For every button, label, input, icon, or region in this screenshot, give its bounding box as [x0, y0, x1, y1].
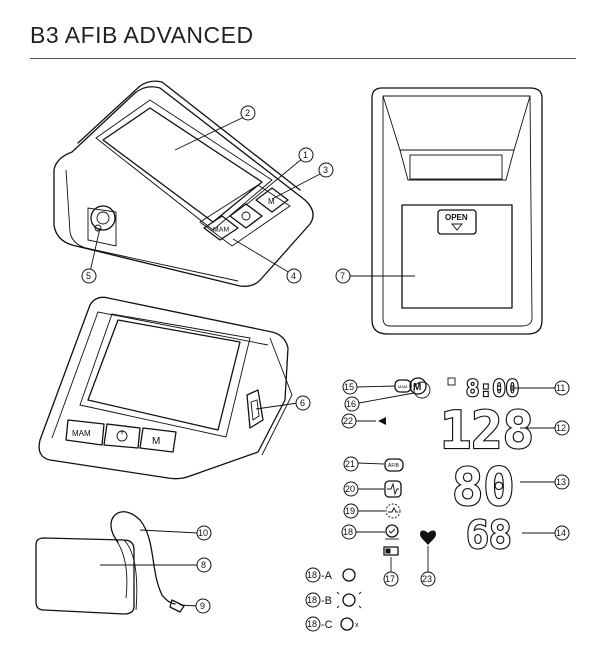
page-title: B3 AFIB ADVANCED	[30, 22, 254, 48]
callout-15: 15	[342, 379, 358, 395]
svg-text:18: 18	[307, 595, 317, 605]
svg-text:-B: -B	[321, 595, 332, 607]
svg-text:18: 18	[307, 619, 317, 629]
callout-19: 19	[343, 503, 359, 519]
title-divider	[30, 58, 576, 59]
callout-12: 12	[554, 420, 570, 436]
callout-10: 10	[196, 525, 212, 541]
mam-button-label: MAM	[213, 226, 230, 234]
callout-2: 2	[240, 105, 256, 121]
screen-outline	[87, 319, 241, 431]
battery-cover	[401, 204, 513, 309]
callout-3: 3	[318, 162, 334, 178]
afib-icon-label: AFIB	[388, 463, 400, 469]
screen-outline	[102, 107, 263, 223]
svg-text:16: 16	[346, 399, 356, 409]
callout-18-a: 18 -A	[305, 567, 333, 583]
svg-text:23: 23	[422, 574, 432, 584]
memory-display-icon-label: M	[413, 382, 421, 393]
lcd-display: MAM M 8:00 128 80 68 AFIB	[378, 376, 535, 558]
memory-button-label: M	[152, 436, 160, 447]
pulse-readout: 68	[466, 513, 512, 557]
mam-button	[203, 215, 239, 241]
svg-text:19: 19	[345, 506, 355, 516]
callout-21: 21	[343, 456, 359, 472]
callout-5: 5	[81, 268, 97, 284]
cuff	[35, 511, 185, 615]
mam-display-icon-label: MAM	[398, 384, 407, 389]
svg-text:3: 3	[323, 165, 328, 175]
svg-text:-A: -A	[321, 570, 333, 582]
svg-text:-C: -C	[321, 619, 333, 631]
callout-13: 13	[554, 474, 570, 490]
svg-text:x: x	[355, 622, 359, 629]
power-button	[103, 423, 141, 449]
svg-text:15: 15	[344, 382, 354, 392]
callout-4: 4	[286, 268, 302, 284]
svg-text:20: 20	[345, 484, 355, 494]
svg-text:1: 1	[303, 150, 308, 160]
memory-button-label: M	[268, 197, 275, 206]
callouts: 1 2 3 4 5 6 7 8 9 10 11 12 13 14 15 16 2…	[81, 105, 570, 632]
heart-icon	[420, 530, 436, 545]
mam-button	[65, 419, 105, 446]
svg-text:21: 21	[345, 459, 355, 469]
callout-14: 14	[554, 525, 570, 541]
cuff-fit-icon	[385, 524, 399, 538]
svg-text:5: 5	[86, 271, 91, 281]
svg-text:12: 12	[556, 423, 566, 433]
svg-text:8: 8	[201, 560, 206, 570]
callout-18-c: 18 -C	[305, 616, 333, 632]
movement-icon	[385, 503, 401, 519]
svg-text:2: 2	[245, 108, 250, 118]
svg-text:17: 17	[385, 574, 395, 584]
callout-16: 16	[344, 396, 360, 412]
device-back-view: OPEN	[371, 87, 543, 335]
cuff-fit-variants: x	[336, 568, 362, 631]
svg-text:14: 14	[556, 528, 566, 538]
device-front-view: MAM M	[38, 296, 293, 480]
callout-6: 6	[295, 395, 311, 411]
cuff-indicator-arrow	[378, 417, 386, 425]
power-port	[90, 205, 116, 232]
svg-text:6: 6	[300, 398, 305, 408]
power-button	[229, 203, 263, 229]
callout-7: 7	[335, 268, 351, 284]
open-label: OPEN	[445, 213, 468, 222]
callout-20: 20	[343, 481, 359, 497]
callout-22: 22	[341, 413, 357, 429]
cuff-tube	[110, 511, 176, 605]
callout-9: 9	[195, 598, 211, 614]
svg-text:18: 18	[307, 570, 317, 580]
callout-11: 11	[554, 380, 570, 396]
svg-text:9: 9	[200, 601, 205, 611]
systolic-readout: 128	[440, 401, 534, 461]
callout-18-b: 18 -B	[305, 592, 332, 608]
arrhythmia-icon	[384, 480, 402, 498]
time-readout: 8:00	[466, 377, 519, 402]
callout-23: 23	[420, 571, 436, 587]
svg-text:18: 18	[343, 527, 353, 537]
svg-text:22: 22	[343, 416, 353, 426]
memory-button	[139, 427, 177, 453]
side-port	[246, 389, 264, 429]
svg-text:4: 4	[291, 271, 296, 281]
svg-text:13: 13	[556, 477, 566, 487]
callout-8: 8	[196, 557, 212, 573]
callout-1: 1	[298, 147, 314, 163]
leader-lines	[89, 116, 556, 607]
callout-18: 18	[341, 524, 357, 540]
battery-icon	[383, 546, 399, 556]
diastolic-readout: 80	[452, 458, 515, 518]
callout-17: 17	[383, 571, 399, 587]
svg-text:11: 11	[556, 383, 565, 393]
device-angled-view: MAM M	[53, 80, 314, 287]
svg-text:7: 7	[340, 271, 345, 281]
svg-text:10: 10	[198, 528, 208, 538]
mam-button-label: MAM	[72, 429, 91, 438]
memory-button	[255, 187, 289, 213]
